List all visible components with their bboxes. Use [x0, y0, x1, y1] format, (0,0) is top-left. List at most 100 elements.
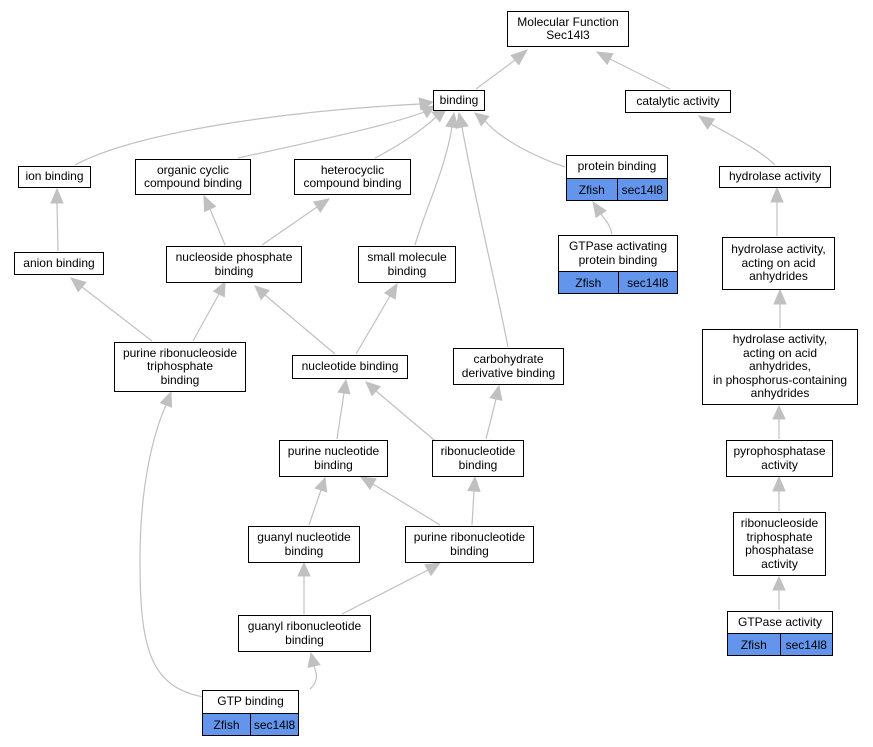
node-label: GTPase activity	[737, 614, 823, 629]
edge-gtpaseact-to-protein	[592, 200, 613, 235]
edge-line	[139, 404, 211, 699]
node-gtp-binding[interactable]: GTP binding Zfish sec14l8	[202, 690, 299, 736]
edge-line	[56, 202, 59, 252]
node-label: nucleotide binding	[301, 359, 399, 374]
edge-line	[471, 490, 475, 526]
node-purine-nucleotide-binding[interactable]: purine nucleotide binding	[279, 440, 388, 477]
arrowhead	[445, 111, 459, 129]
edge-catalytic-to-root	[595, 51, 671, 90]
node-label: purine ribonucleotide binding	[413, 530, 526, 558]
edge-carb-to-binding	[455, 111, 509, 348]
arrowhead	[772, 475, 786, 492]
edge-line	[308, 489, 322, 526]
arrowhead	[772, 404, 786, 420]
node-nucleotide-binding[interactable]: nucleotide binding	[292, 355, 408, 379]
annotation-gene[interactable]: sec14l8	[779, 634, 833, 655]
node-hydrolase-activity[interactable]: hydrolase activity	[719, 166, 831, 188]
node-label: organic cyclic compound binding	[143, 162, 243, 190]
arrowhead	[314, 476, 328, 493]
edge-ribonuc-to-carb	[485, 384, 503, 440]
node-label: guanyl ribonucleotide binding	[247, 619, 362, 647]
node-ribonucleotide-binding[interactable]: ribonucleotide binding	[432, 440, 524, 477]
edge-purinenuc-to-nucleotide	[336, 378, 351, 440]
edge-guanylribo-to-guanyl	[297, 561, 311, 614]
node-label: protein binding	[577, 159, 657, 174]
edge-prnt-to-anion	[70, 277, 153, 342]
node-guanyl-nucleotide-binding[interactable]: guanyl nucleotide binding	[248, 526, 360, 563]
edge-protein-to-binding	[474, 112, 566, 168]
annotation-gene[interactable]: sec14l8	[250, 714, 298, 735]
edge-hydrop-to-hydroacid	[773, 288, 787, 328]
arrowhead	[203, 194, 217, 213]
node-molecular-function[interactable]: Molecular Function Sec14l3	[507, 11, 629, 47]
node-protein-binding[interactable]: protein binding Zfish sec14l8	[566, 155, 668, 201]
edge-pyro-to-hydrop	[772, 404, 786, 439]
node-anion-binding[interactable]: anion binding	[14, 252, 104, 275]
edge-line	[209, 208, 226, 246]
edge-line	[309, 665, 318, 690]
node-label: hydrolase activity	[728, 169, 822, 184]
annotation-gene[interactable]: sec14l8	[617, 272, 678, 293]
edge-guanylribo-to-purineribo	[341, 562, 442, 615]
node-binding[interactable]: binding	[433, 90, 485, 111]
node-label: anion binding	[23, 255, 95, 270]
node-ion-binding[interactable]: ion binding	[18, 166, 91, 188]
edge-nucleotide-to-nucphos	[254, 285, 336, 355]
node-heterocyclic-compound-binding[interactable]: heterocyclic compound binding	[294, 159, 411, 195]
annotation-species[interactable]: Zfish	[578, 182, 605, 197]
node-organic-cyclic-compound-binding[interactable]: organic cyclic compound binding	[135, 159, 251, 195]
edge-rtp-to-pyro	[772, 475, 786, 511]
edge-line	[710, 123, 776, 166]
edge-anion-to-ion	[50, 187, 64, 252]
arrowhead	[365, 381, 381, 397]
edge-line	[264, 294, 336, 355]
annotation-gene[interactable]: sec14l8	[616, 179, 668, 200]
node-purine-ribonucleotide-binding[interactable]: purine ribonucleotide binding	[405, 526, 534, 563]
edge-guanyl-to-purinenuc	[308, 476, 328, 526]
edge-nucphos-to-organic	[203, 194, 226, 246]
arrowhead	[697, 115, 716, 130]
edge-prnt-to-nucphos	[192, 280, 226, 342]
arrowhead	[359, 476, 377, 491]
node-label: ribonucleotide binding	[440, 444, 516, 472]
edge-line	[609, 58, 671, 90]
edge-nucleotide-to-smallmol	[355, 282, 398, 355]
node-catalytic-activity[interactable]: catalytic activity	[625, 90, 731, 113]
node-purine-ribonucleoside-triphosphate-binding[interactable]: purine ribonucleoside triphosphate bindi…	[114, 342, 246, 392]
node-label: guanyl nucleotide binding	[257, 530, 351, 558]
arrowhead	[592, 200, 607, 219]
node-small-molecule-binding[interactable]: small molecule binding	[358, 246, 456, 283]
node-hydrolase-acting-on-acid-anhydrides[interactable]: hydrolase activity, acting on acid anhyd…	[722, 237, 835, 290]
edge-line	[375, 390, 441, 446]
node-label: GTPase activating protein binding	[568, 239, 668, 267]
node-guanyl-ribonucleotide-binding[interactable]: guanyl ribonucleotide binding	[238, 615, 371, 652]
annotation-row: Zfish sec14l8	[559, 271, 677, 293]
edge-line	[341, 569, 429, 615]
edge-line	[192, 293, 220, 342]
arrowhead	[424, 562, 442, 577]
edge-line	[600, 213, 613, 235]
annotation-species[interactable]: Zfish	[740, 637, 767, 652]
node-nucleoside-phosphate-binding[interactable]: nucleoside phosphate binding	[166, 246, 302, 283]
node-gtpase-activity[interactable]: GTPase activity Zfish sec14l8	[727, 611, 833, 656]
annotation-species[interactable]: Zfish	[213, 717, 240, 732]
node-pyrophosphatase-activity[interactable]: pyrophosphatase activity	[726, 440, 833, 477]
node-label: catalytic activity	[636, 93, 720, 108]
edge-line	[74, 103, 421, 166]
node-hydrolase-phosphorus-anhydrides[interactable]: hydrolase activity, acting on acid anhyd…	[702, 329, 858, 405]
node-ribonucleoside-triphosphate-phosphatase-activity[interactable]: ribonucleoside triphosphate phosphatase …	[733, 512, 826, 576]
arrowhead	[337, 378, 351, 395]
arrowhead	[383, 282, 398, 300]
node-gtpase-activating-protein-binding[interactable]: GTPase activating protein binding Zfish …	[558, 235, 678, 294]
arrowhead	[297, 561, 311, 577]
annotation-row: Zfish sec14l8	[203, 713, 298, 735]
edge-line	[261, 206, 318, 246]
node-label: hydrolase activity, acting on acid anhyd…	[712, 332, 848, 401]
node-carbohydrate-derivative-binding[interactable]: carbohydrate derivative binding	[453, 348, 564, 385]
arrowhead	[467, 475, 481, 492]
arrowhead	[254, 285, 270, 301]
annotation-species[interactable]: Zfish	[575, 275, 602, 290]
node-label: small molecule binding	[367, 250, 447, 278]
